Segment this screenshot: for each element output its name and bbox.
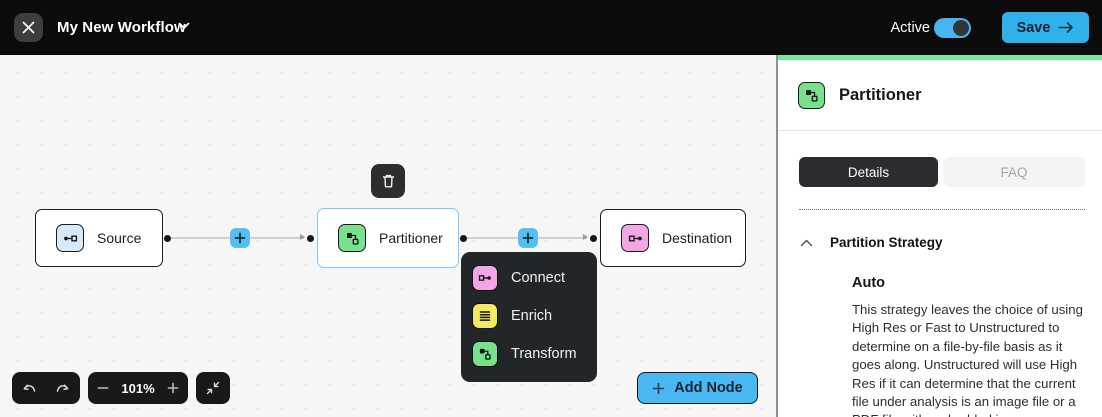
add-node-button[interactable]: Add Node (637, 372, 758, 404)
workflow-canvas[interactable]: Source Partitioner Destination Connect E… (0, 55, 776, 417)
zoom-level: 101% (121, 380, 155, 396)
fit-view-button[interactable] (196, 372, 230, 404)
menu-item-label: Transform (511, 346, 577, 362)
panel-title: Partitioner (839, 86, 922, 104)
node-destination[interactable]: Destination (600, 209, 746, 267)
active-label: Active (890, 19, 931, 36)
panel-accent-bar (778, 55, 1102, 60)
chevron-down-icon[interactable] (178, 22, 190, 30)
undo-button[interactable] (21, 382, 38, 395)
partitioner-input-handle[interactable] (307, 234, 314, 242)
destination-input-handle[interactable] (590, 234, 597, 242)
undo-icon (23, 383, 36, 392)
source-output-handle[interactable] (164, 234, 171, 242)
partitioner-icon (798, 82, 825, 109)
menu-item-connect[interactable]: Connect (461, 259, 597, 297)
strategy-name: Auto (852, 275, 886, 291)
connector-icon (472, 265, 498, 291)
source-icon (56, 224, 84, 252)
menu-item-transform[interactable]: Transform (461, 335, 597, 373)
node-label: Source (97, 230, 142, 246)
add-node-label: Add Node (674, 380, 743, 396)
divider (778, 130, 1102, 131)
save-label: Save (1016, 19, 1051, 36)
panel-header: Partitioner (798, 82, 922, 109)
dotted-divider (799, 209, 1085, 210)
partitioner-output-handle[interactable] (460, 234, 467, 242)
node-label: Partitioner (379, 230, 443, 246)
section-title: Partition Strategy (830, 235, 943, 250)
save-button[interactable]: Save (1002, 12, 1089, 43)
partitioner-icon (338, 224, 366, 252)
node-settings-panel: Partitioner Details FAQ Partition Strate… (776, 55, 1102, 417)
plus-icon (522, 232, 534, 244)
zoom-controls: 101% (88, 372, 188, 404)
toggle-knob (953, 20, 969, 36)
split-squares-icon (472, 341, 498, 367)
text-lines-icon (472, 303, 498, 329)
top-bar: My New Workflow Active Save (0, 0, 1102, 55)
plus-icon (167, 382, 179, 394)
tab-faq[interactable]: FAQ (943, 157, 1085, 187)
node-type-menu: Connect Enrich Transform (461, 252, 597, 382)
edge-arrowhead (300, 234, 305, 241)
strategy-description: This strategy leaves the choice of using… (852, 302, 1083, 417)
destination-icon (621, 224, 649, 252)
menu-item-label: Connect (511, 270, 566, 286)
active-toggle[interactable] (934, 18, 971, 38)
chevron-up-icon (800, 239, 813, 246)
plus-icon (652, 382, 665, 394)
history-controls (12, 372, 80, 404)
trash-icon (382, 174, 394, 188)
close-icon (22, 21, 35, 34)
redo-button[interactable] (54, 382, 71, 395)
menu-item-enrich[interactable]: Enrich (461, 297, 597, 335)
menu-item-label: Enrich (511, 308, 553, 324)
tab-details[interactable]: Details (799, 157, 938, 187)
zoom-in-button[interactable] (167, 382, 179, 394)
close-button[interactable] (14, 13, 43, 42)
section-partition-strategy[interactable]: Partition Strategy (800, 235, 943, 250)
add-node-between-button[interactable] (230, 228, 250, 248)
zoom-out-button[interactable] (97, 382, 109, 394)
plus-icon (234, 232, 246, 244)
add-node-between-button[interactable] (518, 228, 538, 248)
node-partitioner[interactable]: Partitioner (317, 208, 459, 268)
arrow-right-icon (1058, 22, 1074, 33)
collapse-arrows-icon (206, 381, 220, 395)
redo-icon (56, 383, 69, 392)
node-source[interactable]: Source (35, 209, 163, 267)
edge-arrowhead (583, 234, 588, 241)
node-label: Destination (662, 230, 733, 246)
minus-icon (97, 387, 109, 389)
workflow-title: My New Workflow (57, 19, 186, 36)
delete-node-button[interactable] (371, 164, 405, 198)
